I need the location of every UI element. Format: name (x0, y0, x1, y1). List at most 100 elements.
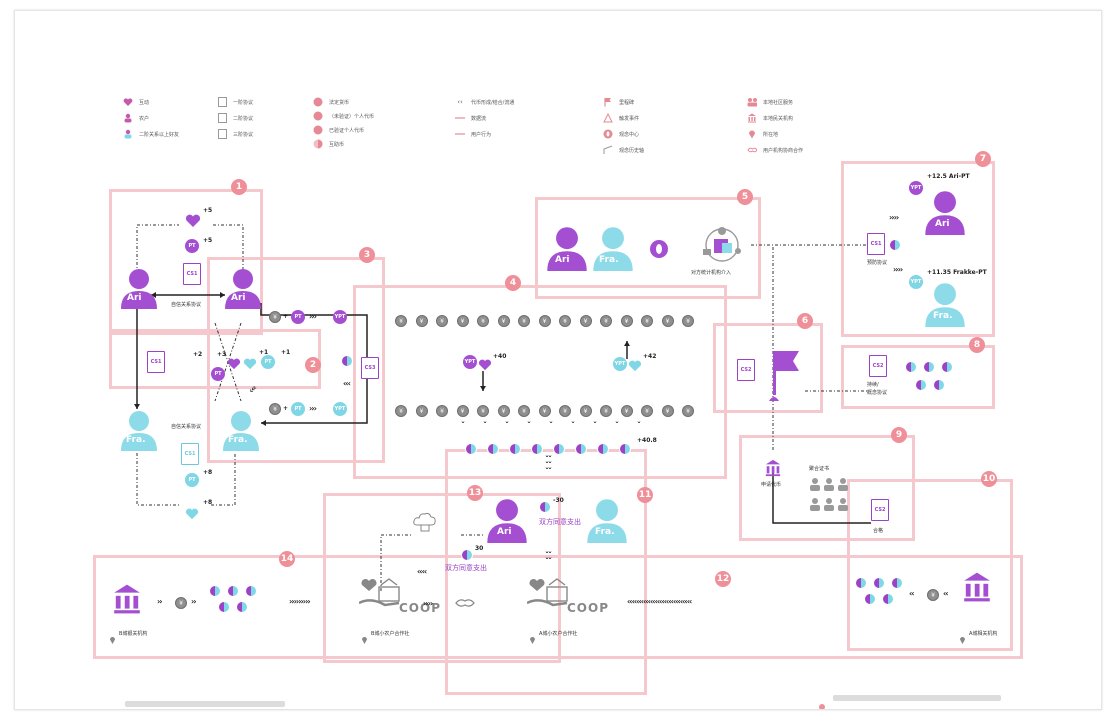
yen-coin: ¥ (641, 315, 653, 327)
section9-label: 聚合证书 (809, 466, 830, 472)
yen-coin: ¥ (641, 405, 653, 417)
section-8-box (841, 345, 995, 409)
coop-b-label: B城小农户合作社 (371, 631, 410, 637)
yen-coin: ¥ (661, 405, 674, 417)
flow-arrows: ‹‹ (943, 589, 949, 598)
value-label: +8 (203, 499, 213, 506)
yen-coin: ¥ (436, 315, 448, 327)
yen-coin: ¥ (456, 315, 469, 327)
section-5-box (535, 197, 761, 299)
legend-item: 互动 (123, 97, 149, 107)
yen-coin: ¥ (269, 311, 281, 323)
yen-coin: ¥ (456, 405, 469, 417)
heart-icon (243, 355, 257, 374)
mutual-coin (575, 443, 587, 455)
value-label: +8 (203, 469, 213, 476)
section-9-box (739, 435, 915, 541)
actor-label: Ari (231, 293, 246, 303)
heart-icon (185, 213, 201, 232)
mutual-coin (915, 379, 927, 391)
coin-icon (313, 97, 323, 107)
institution-icon (747, 113, 757, 123)
arrows-icon: ‹‹ (457, 98, 463, 106)
flow-arrows: ››› (309, 312, 317, 321)
contract-label: CS3 (364, 365, 376, 371)
section10-label: 合格 (873, 528, 884, 534)
legend-label: 观念历史轴 (619, 147, 645, 154)
contract-label: CS1 (186, 271, 198, 277)
relation-label: 自信关系协议 (171, 302, 202, 308)
contract-document: CS2 (869, 355, 887, 377)
contract-document: CS3 (361, 357, 379, 379)
ari-avatar: Ari (545, 225, 589, 275)
flow-arrow-down: ˇ (637, 421, 641, 430)
contract-document: CS1 (181, 443, 199, 465)
mutual-coin (539, 501, 551, 513)
section-2-box (109, 329, 321, 389)
institution-icon (959, 571, 995, 607)
badge-2: 2 (305, 357, 321, 373)
legend-label: 用户机构协商合作 (763, 147, 804, 154)
pt-token: PT (185, 239, 199, 253)
badge-11: 11 (637, 487, 653, 503)
fra-avatar: Fra. (591, 225, 635, 275)
legend-label: 代币形成/结合/流通 (471, 99, 515, 106)
legend-item: 二阶协议 (217, 113, 253, 123)
yen-coin: ¥ (175, 597, 187, 609)
section7-label: 预防协议 (867, 260, 888, 266)
mutual-coin (891, 577, 903, 589)
contract-document: CS2 (737, 359, 755, 381)
institution-group-icon (697, 225, 747, 269)
legend-label: 二阶协议 (233, 115, 254, 122)
flag-icon (769, 347, 801, 405)
yen-coin: ¥ (395, 315, 407, 327)
trigger-icon (603, 113, 613, 123)
legend-label: 本地民关机构 (763, 115, 794, 122)
legend-item: 二阶关系以上好友 (123, 129, 179, 139)
ypt-token: YPT (333, 402, 347, 416)
half-coin-icon (313, 139, 323, 149)
ari-avatar: Ari (119, 267, 159, 313)
actor-label: Fra. (595, 527, 615, 537)
heart-icon (185, 505, 199, 524)
handshake-icon (455, 595, 475, 614)
value-label: +40 (493, 353, 507, 360)
actor-label: Ari (555, 255, 570, 265)
contract-document: CS1 (183, 263, 201, 285)
fra-avatar: Fra. (119, 409, 159, 455)
line-icon (455, 113, 465, 123)
agree-label: 双方同意支出 (539, 518, 581, 526)
pt-token: PT (261, 355, 275, 369)
legend-item: 已验证个人代币 (313, 125, 364, 135)
flag-icon (603, 97, 613, 107)
legend-label: 观念中心 (619, 131, 640, 138)
legend-label: 数据流 (471, 115, 487, 122)
mutual-coin (882, 593, 894, 605)
yen-coin: ¥ (497, 315, 510, 327)
flow-arrows: ‹‹‹ (343, 379, 351, 388)
actor-label: Fra. (228, 435, 248, 445)
badge-8: 8 (969, 337, 985, 353)
ypt-token: YPT (463, 355, 477, 369)
yen-coin: ¥ (559, 315, 571, 327)
yen-coin: ¥ (661, 315, 674, 327)
community-icon (747, 97, 757, 107)
yen-coin: ¥ (559, 405, 571, 417)
section8-label: 概念协议 (867, 390, 888, 396)
connector-lines (134, 224, 871, 591)
flow-arrow-down: ˇ (593, 421, 597, 430)
location-pin-icon (959, 629, 966, 648)
yen-coin: ¥ (682, 405, 694, 417)
yen-coin: ¥ (518, 405, 530, 417)
flow-arrows: ›› (157, 597, 163, 606)
mutual-coin (864, 593, 876, 605)
ypt-token: YPT (333, 310, 347, 324)
mutual-coin (873, 577, 885, 589)
ypt-token: YPT (613, 357, 627, 371)
legend-item: 用户机构协商合作 (747, 145, 803, 155)
community-group-icon (809, 477, 853, 521)
pt-token: PT (211, 367, 225, 381)
legend-item: 三阶协议 (217, 129, 253, 139)
section-3-box (207, 257, 385, 463)
